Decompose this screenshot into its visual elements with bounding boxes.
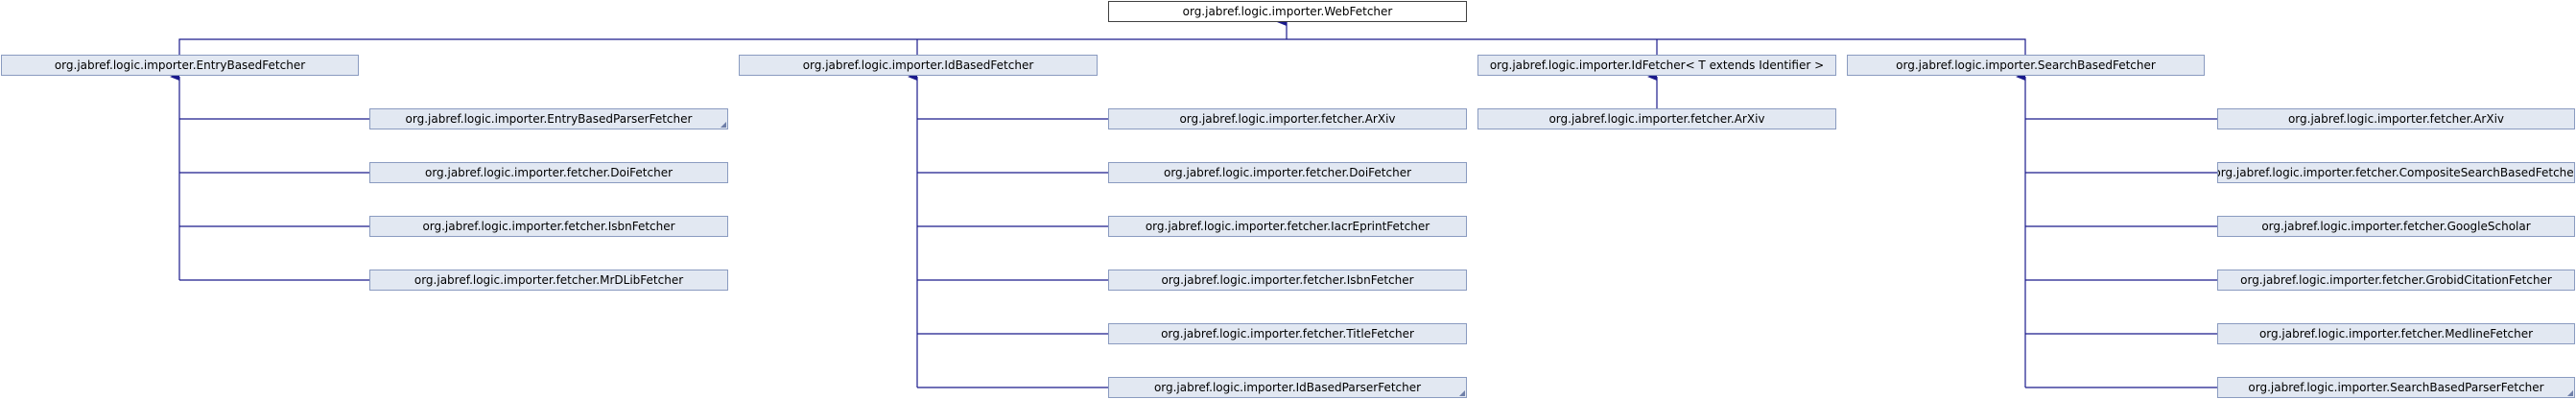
- class-node-arxiv[interactable]: org.jabref.logic.importer.fetcher.ArXiv: [1477, 108, 1836, 129]
- class-node-idbasedparserfetcher[interactable]: org.jabref.logic.importer.IdBasedParserF…: [1108, 377, 1467, 398]
- class-node-idfetcher[interactable]: org.jabref.logic.importer.IdFetcher< T e…: [1477, 55, 1836, 76]
- class-node-iacreprintfetcher[interactable]: org.jabref.logic.importer.fetcher.IacrEp…: [1108, 216, 1467, 237]
- class-node-medlinefetcher[interactable]: org.jabref.logic.importer.fetcher.Medlin…: [2217, 323, 2575, 344]
- class-node-grobidcitationfetcher[interactable]: org.jabref.logic.importer.fetcher.Grobid…: [2217, 270, 2575, 291]
- class-node-arxiv[interactable]: org.jabref.logic.importer.fetcher.ArXiv: [2217, 108, 2575, 129]
- class-node-webfetcher[interactable]: org.jabref.logic.importer.WebFetcher: [1108, 1, 1467, 22]
- class-node-idbasedfetcher[interactable]: org.jabref.logic.importer.IdBasedFetcher: [739, 55, 1098, 76]
- class-node-doifetcher[interactable]: org.jabref.logic.importer.fetcher.DoiFet…: [369, 162, 728, 183]
- class-node-doifetcher[interactable]: org.jabref.logic.importer.fetcher.DoiFet…: [1108, 162, 1467, 183]
- class-node-isbnfetcher[interactable]: org.jabref.logic.importer.fetcher.IsbnFe…: [369, 216, 728, 237]
- class-node-mrdlibfetcher[interactable]: org.jabref.logic.importer.fetcher.MrDLib…: [369, 270, 728, 291]
- class-node-compositesearchbasedfetcher[interactable]: org.jabref.logic.importer.fetcher.Compos…: [2217, 162, 2575, 183]
- edge-webfetcher-bus: [178, 38, 2026, 61]
- class-node-searchbasedfetcher[interactable]: org.jabref.logic.importer.SearchBasedFet…: [1847, 55, 2205, 76]
- class-node-searchbasedparserfetcher[interactable]: org.jabref.logic.importer.SearchBasedPar…: [2217, 377, 2575, 398]
- class-node-entrybasedparserfetcher[interactable]: org.jabref.logic.importer.EntryBasedPars…: [369, 108, 728, 129]
- class-node-isbnfetcher[interactable]: org.jabref.logic.importer.fetcher.IsbnFe…: [1108, 270, 1467, 291]
- class-node-arxiv[interactable]: org.jabref.logic.importer.fetcher.ArXiv: [1108, 108, 1467, 129]
- class-node-entrybasedfetcher[interactable]: org.jabref.logic.importer.EntryBasedFetc…: [1, 55, 359, 76]
- class-node-titlefetcher[interactable]: org.jabref.logic.importer.fetcher.TitleF…: [1108, 323, 1467, 344]
- class-node-googlescholar[interactable]: org.jabref.logic.importer.fetcher.Google…: [2217, 216, 2575, 237]
